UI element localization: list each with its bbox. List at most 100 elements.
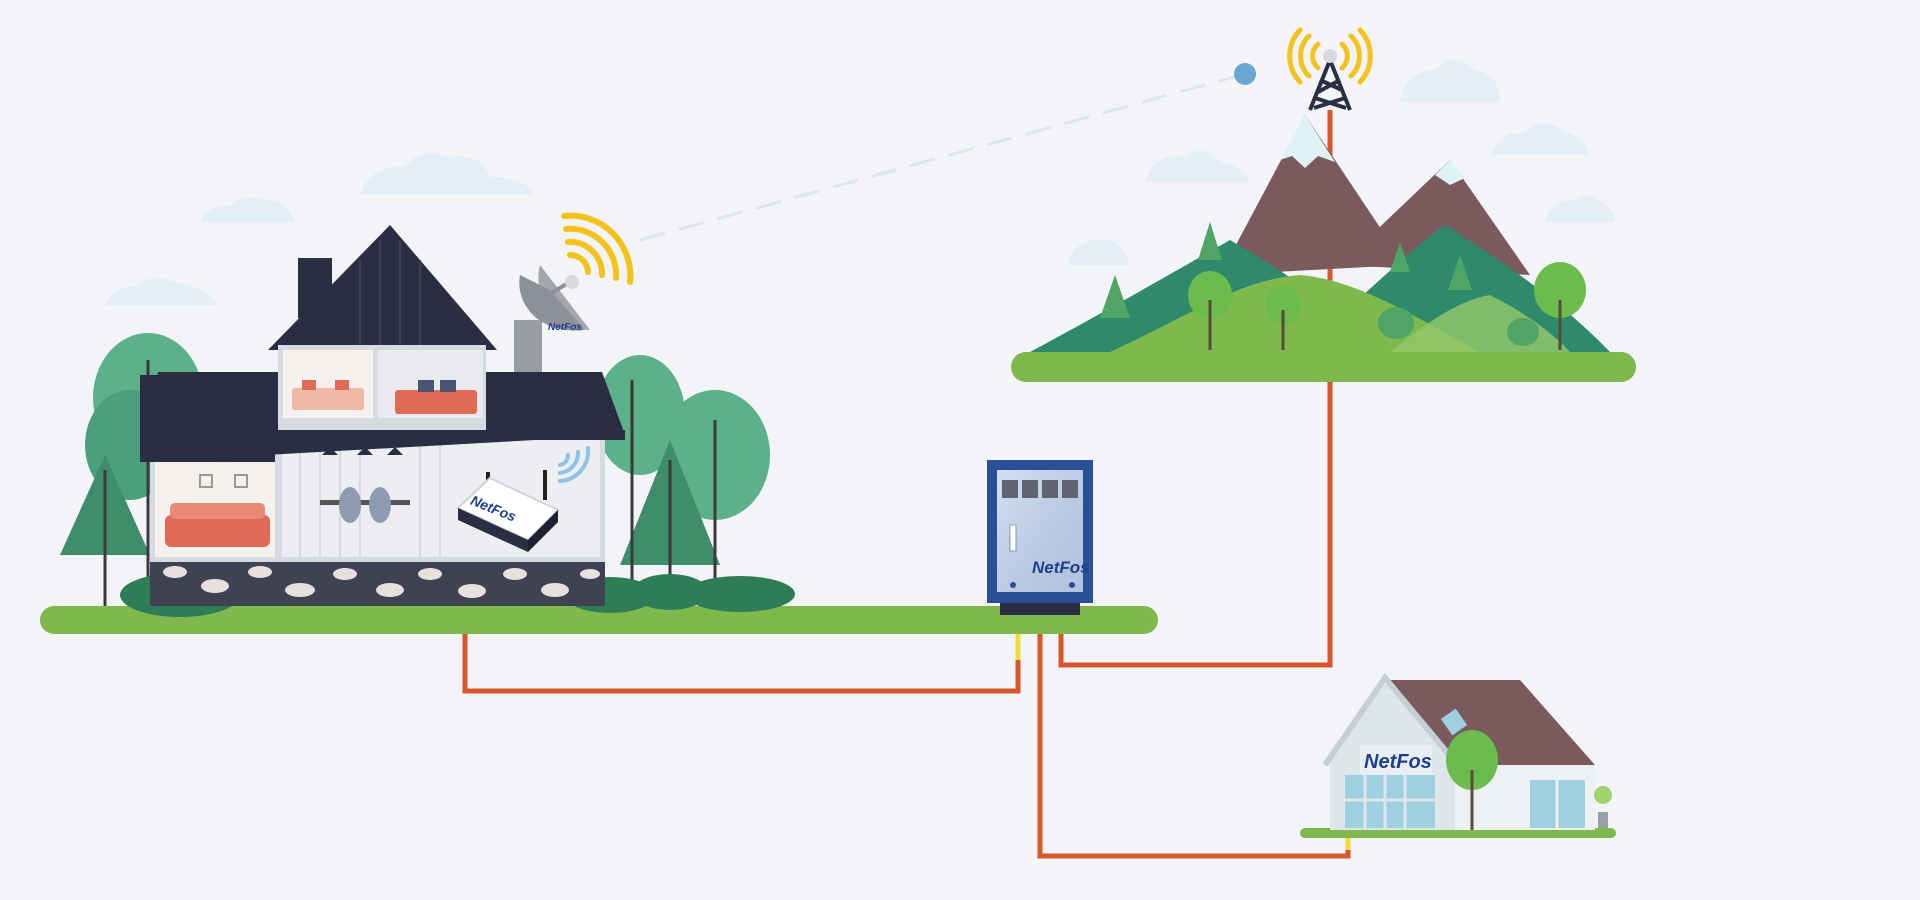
cell-tower-icon (1308, 59, 1352, 111)
pine-tree (1198, 222, 1222, 260)
fiber-cable-cabinet-to-office (1037, 615, 1351, 859)
stone (418, 568, 442, 580)
pendant-lamp (387, 447, 403, 455)
upper-roof (268, 225, 497, 350)
bush (632, 574, 708, 610)
wifi-wave (558, 450, 581, 475)
stone (201, 579, 229, 593)
mountain-peak-main (1220, 115, 1405, 275)
pine-tree (1100, 275, 1130, 318)
cabinet-brand-label: NetFos (1032, 558, 1090, 577)
cloud (200, 197, 294, 222)
mountain-ground (1011, 352, 1636, 382)
office-glass-mullions (1345, 775, 1435, 828)
residential-house: NetFos NetFos (60, 212, 795, 617)
router-side (528, 510, 558, 552)
house-ground (40, 606, 1158, 634)
stone (541, 583, 569, 597)
signal-wave (1298, 33, 1312, 79)
tower-signal-waves (1287, 27, 1373, 85)
stone (376, 583, 404, 597)
dining-chair (339, 487, 361, 523)
pendant-lamp (357, 447, 373, 455)
wall-stripes (299, 440, 441, 557)
tower-brace (1313, 96, 1346, 110)
signal-wave (565, 238, 606, 278)
fiber-cable-cabinet-to-tower (1058, 110, 1333, 668)
office-building-icon: NetFos (1322, 673, 1612, 830)
clouds (105, 60, 1616, 305)
signal-wave (561, 212, 634, 285)
cabinet-vent (1022, 480, 1038, 498)
chimney (298, 258, 332, 318)
tree-crown (1507, 318, 1539, 346)
cloud (360, 153, 535, 195)
cabinet-vent (1002, 480, 1018, 498)
picture-frame (234, 474, 248, 488)
tree-crown (1265, 285, 1301, 325)
skylight (1440, 708, 1468, 736)
cloud (1400, 60, 1500, 102)
wifi-icon (558, 446, 591, 483)
satellite-dish-icon: NetFos (514, 265, 590, 372)
signal-wave (1310, 41, 1321, 71)
mountain-trees (1100, 222, 1586, 350)
lower-roof-trim (140, 430, 280, 438)
office-tree-crown (1446, 730, 1498, 790)
office-gable-trim (1322, 673, 1463, 770)
wifi-wave (558, 453, 570, 467)
mountain-snow (1435, 160, 1465, 185)
picture-frame (199, 474, 213, 488)
tower-antenna-top (1323, 49, 1337, 63)
stones (163, 566, 600, 598)
stone (285, 583, 315, 597)
tree-crown (1378, 307, 1414, 339)
tree-crown (1188, 271, 1232, 319)
office-brand-label: NetFos (1364, 751, 1432, 773)
network-cabinet-icon: NetFos (987, 460, 1093, 615)
dish-bowl (538, 265, 590, 330)
sofa (165, 515, 270, 547)
cloud (1145, 150, 1250, 182)
wifi-wave (558, 446, 591, 483)
signal-wave (1339, 41, 1350, 71)
pine-tree (1390, 242, 1410, 272)
dining-table (320, 500, 410, 505)
cabinet-handle (1009, 524, 1017, 552)
pillow (440, 380, 456, 392)
bed (395, 390, 477, 414)
bush (685, 576, 795, 612)
stone (580, 569, 600, 579)
cabinet-bolt (1069, 582, 1075, 588)
mountain-peak-right (1340, 160, 1530, 275)
planter (1598, 812, 1608, 828)
tree-crown (1534, 262, 1586, 318)
pillow (335, 380, 349, 390)
router-side (458, 508, 528, 552)
wireless-link-line (639, 72, 1246, 242)
pillow (418, 380, 434, 392)
stone (248, 566, 272, 578)
cloud (1492, 123, 1589, 155)
cabinet-vent (1042, 480, 1058, 498)
cabinet-vent (1062, 480, 1078, 498)
cabinet-base (1000, 603, 1080, 615)
stone (458, 584, 486, 598)
office-sign (1360, 745, 1432, 775)
satellite-signal-waves (561, 212, 634, 285)
signal-wave (1357, 27, 1373, 85)
dish-bowl-front (519, 275, 585, 331)
shrub (1594, 786, 1612, 804)
bed (292, 388, 364, 410)
signal-wave (563, 225, 620, 281)
router-icon: NetFos (456, 470, 560, 552)
dish-mast (514, 320, 542, 372)
tower-brace (1317, 78, 1341, 94)
pillow (302, 380, 316, 390)
cabinet-vents (1002, 480, 1078, 498)
signal-wave (1287, 27, 1303, 85)
cloud (105, 278, 218, 305)
stone (503, 568, 527, 580)
wireless-endpoint-dot (1234, 63, 1256, 85)
